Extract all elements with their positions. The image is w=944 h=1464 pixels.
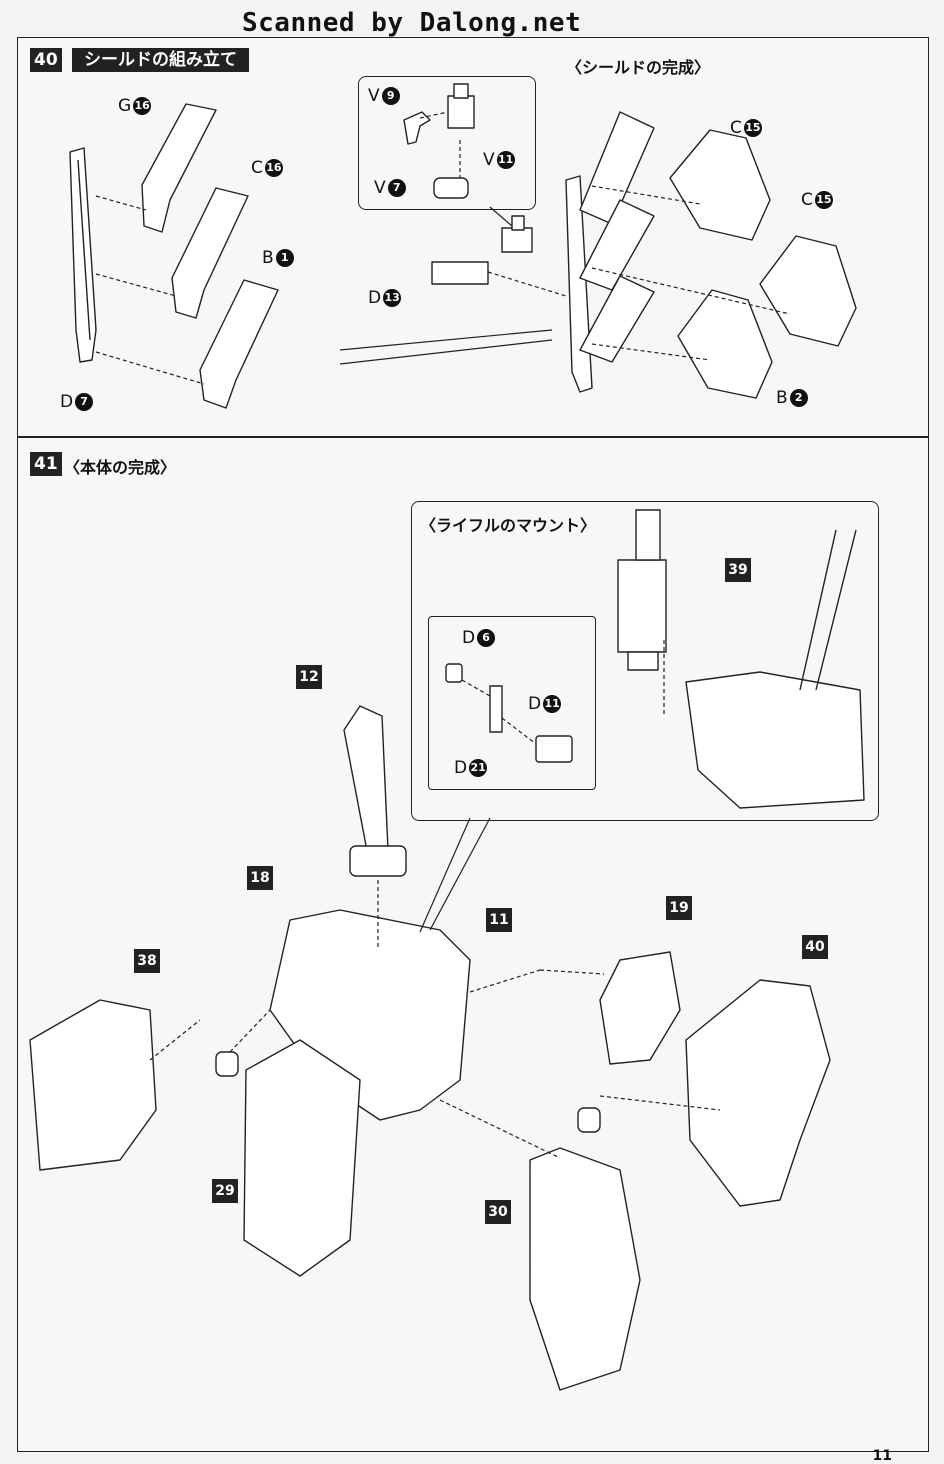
- part-number: 1: [275, 249, 294, 267]
- arm-19: [599, 951, 681, 1065]
- part-runner: D: [462, 628, 476, 648]
- part-number: 6: [477, 629, 496, 647]
- part-number: 16: [264, 159, 283, 177]
- backpack-38: [29, 999, 157, 1171]
- shoulder-mount-part: [349, 845, 407, 877]
- shield-plate-g16: [141, 103, 217, 233]
- part-number: 15: [814, 191, 833, 209]
- hand-part-right: [577, 1107, 601, 1133]
- part-number: 13: [383, 289, 402, 307]
- part-number: 11: [496, 151, 515, 169]
- ref-step-18: 18: [247, 866, 273, 890]
- part-number: 11: [543, 695, 562, 713]
- part-runner: B: [262, 248, 274, 268]
- part-number: 16: [133, 97, 152, 115]
- part-number: 9: [381, 87, 400, 105]
- ref-step-38: 38: [134, 949, 160, 973]
- part-runner: V: [483, 150, 495, 170]
- ref-step-12: 12: [296, 665, 322, 689]
- part-number: 15: [743, 119, 762, 137]
- shield-complete-plate-1: [579, 111, 655, 225]
- ref-step-30: 30: [485, 1200, 511, 1224]
- part-runner: C: [730, 118, 742, 138]
- part-number: 7: [75, 393, 94, 411]
- grip-part-v9: [403, 111, 431, 145]
- rifle-mount-rifle: [617, 509, 667, 671]
- part-runner: B: [776, 388, 788, 408]
- shield-complete-plate-3: [579, 275, 655, 363]
- rifle-mount-heading: 〈ライフルのマウント〉: [420, 516, 597, 535]
- step-40-number: 40: [30, 48, 62, 72]
- grip-part-d13: [431, 261, 489, 285]
- ref-step-19: 19: [666, 896, 692, 920]
- part-runner: D: [60, 392, 74, 412]
- hand-part-left: [215, 1051, 239, 1077]
- shield-plate-b2: [677, 289, 773, 399]
- shield-complete-plate-2: [579, 199, 655, 291]
- ref-step-39: 39: [725, 558, 751, 582]
- ref-step-40: 40: [802, 935, 828, 959]
- leg-30: [529, 1147, 641, 1391]
- shield-plate-b1: [199, 279, 279, 409]
- rifle-mount-body: [685, 529, 865, 809]
- grip-part-v11: [447, 83, 475, 129]
- part-runner: V: [374, 178, 386, 198]
- ref-step-29: 29: [212, 1179, 238, 1203]
- shield-frame-left: [69, 147, 97, 363]
- body-completion-heading: 〈本体の完成〉: [64, 458, 177, 477]
- step-40-title: シールドの組み立て: [72, 48, 249, 72]
- part-runner: D: [454, 758, 468, 778]
- shield-complete-frame: [565, 175, 593, 393]
- part-runner: C: [801, 190, 813, 210]
- grip-assembled: [501, 215, 533, 253]
- page-number: 11: [872, 1448, 892, 1464]
- grip-part-v7: [433, 177, 469, 199]
- watermark-text: Scanned by Dalong.net: [242, 8, 582, 38]
- callout-pointers: [339, 206, 553, 933]
- part-number: 2: [789, 389, 808, 407]
- mount-part-d11: [535, 735, 573, 763]
- part-runner: D: [528, 694, 542, 714]
- part-number: 21: [469, 759, 488, 777]
- part-runner: V: [368, 86, 380, 106]
- shield-arm-12: [343, 705, 389, 857]
- shield-plate-c15-b: [759, 235, 857, 347]
- shield-40-mounted: [685, 979, 831, 1207]
- mount-part-d6: [445, 663, 463, 683]
- step-41-number: 41: [30, 452, 62, 476]
- ref-step-11: 11: [486, 908, 512, 932]
- leg-29: [243, 1039, 361, 1277]
- guide-lines: [95, 111, 791, 1159]
- shield-plate-c15-a: [669, 129, 771, 241]
- shield-completion-heading: 〈シールドの完成〉: [566, 58, 711, 77]
- part-runner: G: [118, 96, 132, 116]
- shield-plate-c16: [171, 187, 249, 319]
- part-runner: D: [368, 288, 382, 308]
- part-number: 7: [387, 179, 406, 197]
- part-runner: C: [251, 158, 263, 178]
- mount-part-d21: [489, 685, 503, 733]
